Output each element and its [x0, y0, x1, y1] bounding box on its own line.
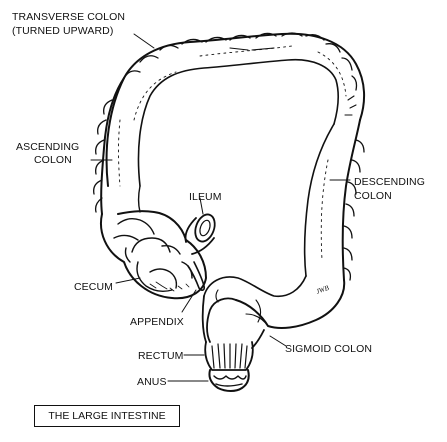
rectum-outline: [201, 295, 265, 349]
label-descending-colon-line2: COLON: [354, 190, 392, 202]
ascending-haustra: [93, 99, 113, 213]
label-ileum: ILEUM: [189, 191, 222, 203]
anus-outline: [208, 369, 250, 392]
ileum-opening: [194, 213, 216, 243]
descending-stippling: [320, 159, 329, 261]
sigmoid-colon-outline: [235, 279, 346, 329]
ascending-stippling: [118, 119, 121, 187]
anus-folds: [213, 375, 247, 387]
transverse-stippling: [133, 45, 347, 121]
label-sigmoid-colon: SIGMOID COLON: [285, 343, 372, 355]
label-transverse-colon-line2: (TURNED UPWARD): [12, 25, 113, 37]
sigmoid-loop: [206, 297, 237, 343]
cecum-shading: [149, 281, 190, 292]
figure-caption: THE LARGE INTESTINE: [34, 405, 180, 427]
ileum-leader: [199, 197, 204, 215]
label-rectum: RECTUM: [138, 350, 184, 362]
sigmoid-creases: [215, 289, 269, 327]
leader-lines: [90, 33, 351, 382]
transverse-haustra: [123, 32, 358, 91]
transverse-colon-outline: [105, 32, 366, 187]
artist-signature: JWB: [315, 284, 331, 296]
label-transverse-colon-line1: TRANSVERSE COLON: [12, 11, 125, 23]
transverse-fold-marks: [229, 47, 357, 116]
descending-colon-outline: [341, 119, 361, 281]
label-cecum: CECUM: [74, 281, 113, 293]
label-anus: ANUS: [137, 376, 167, 388]
label-ascending-colon-line1: ASCENDING: [16, 141, 79, 153]
ascending-colon-outline: [100, 77, 125, 215]
rectum-striations: [211, 343, 248, 369]
ileum-tube: [184, 217, 215, 255]
label-ascending-colon-line2: COLON: [34, 154, 72, 166]
figure-caption-text: THE LARGE INTESTINE: [48, 410, 166, 422]
labels: TRANSVERSE COLON (TURNED UPWARD) ASCENDI…: [12, 11, 425, 388]
cecum-leader: [115, 277, 141, 284]
appendix-shape: [187, 261, 205, 291]
descending-haustra: [343, 139, 365, 281]
transverse-colon-inner: [137, 58, 339, 187]
descending-inner-line: [303, 123, 335, 277]
label-descending-colon-line1: DESCENDING: [354, 176, 425, 188]
sigmoid-inner-line: [203, 275, 307, 298]
transverse-leader: [133, 33, 155, 49]
sigmoid-leader: [269, 335, 287, 347]
cecum-outline: [100, 210, 207, 300]
colon-illustration: JWB: [93, 32, 366, 392]
ileum-lumen: [199, 219, 211, 237]
ascending-inner-line: [137, 185, 141, 213]
label-appendix: APPENDIX: [130, 316, 184, 328]
appendix-leader: [181, 289, 197, 313]
rectum-body: [204, 341, 254, 371]
